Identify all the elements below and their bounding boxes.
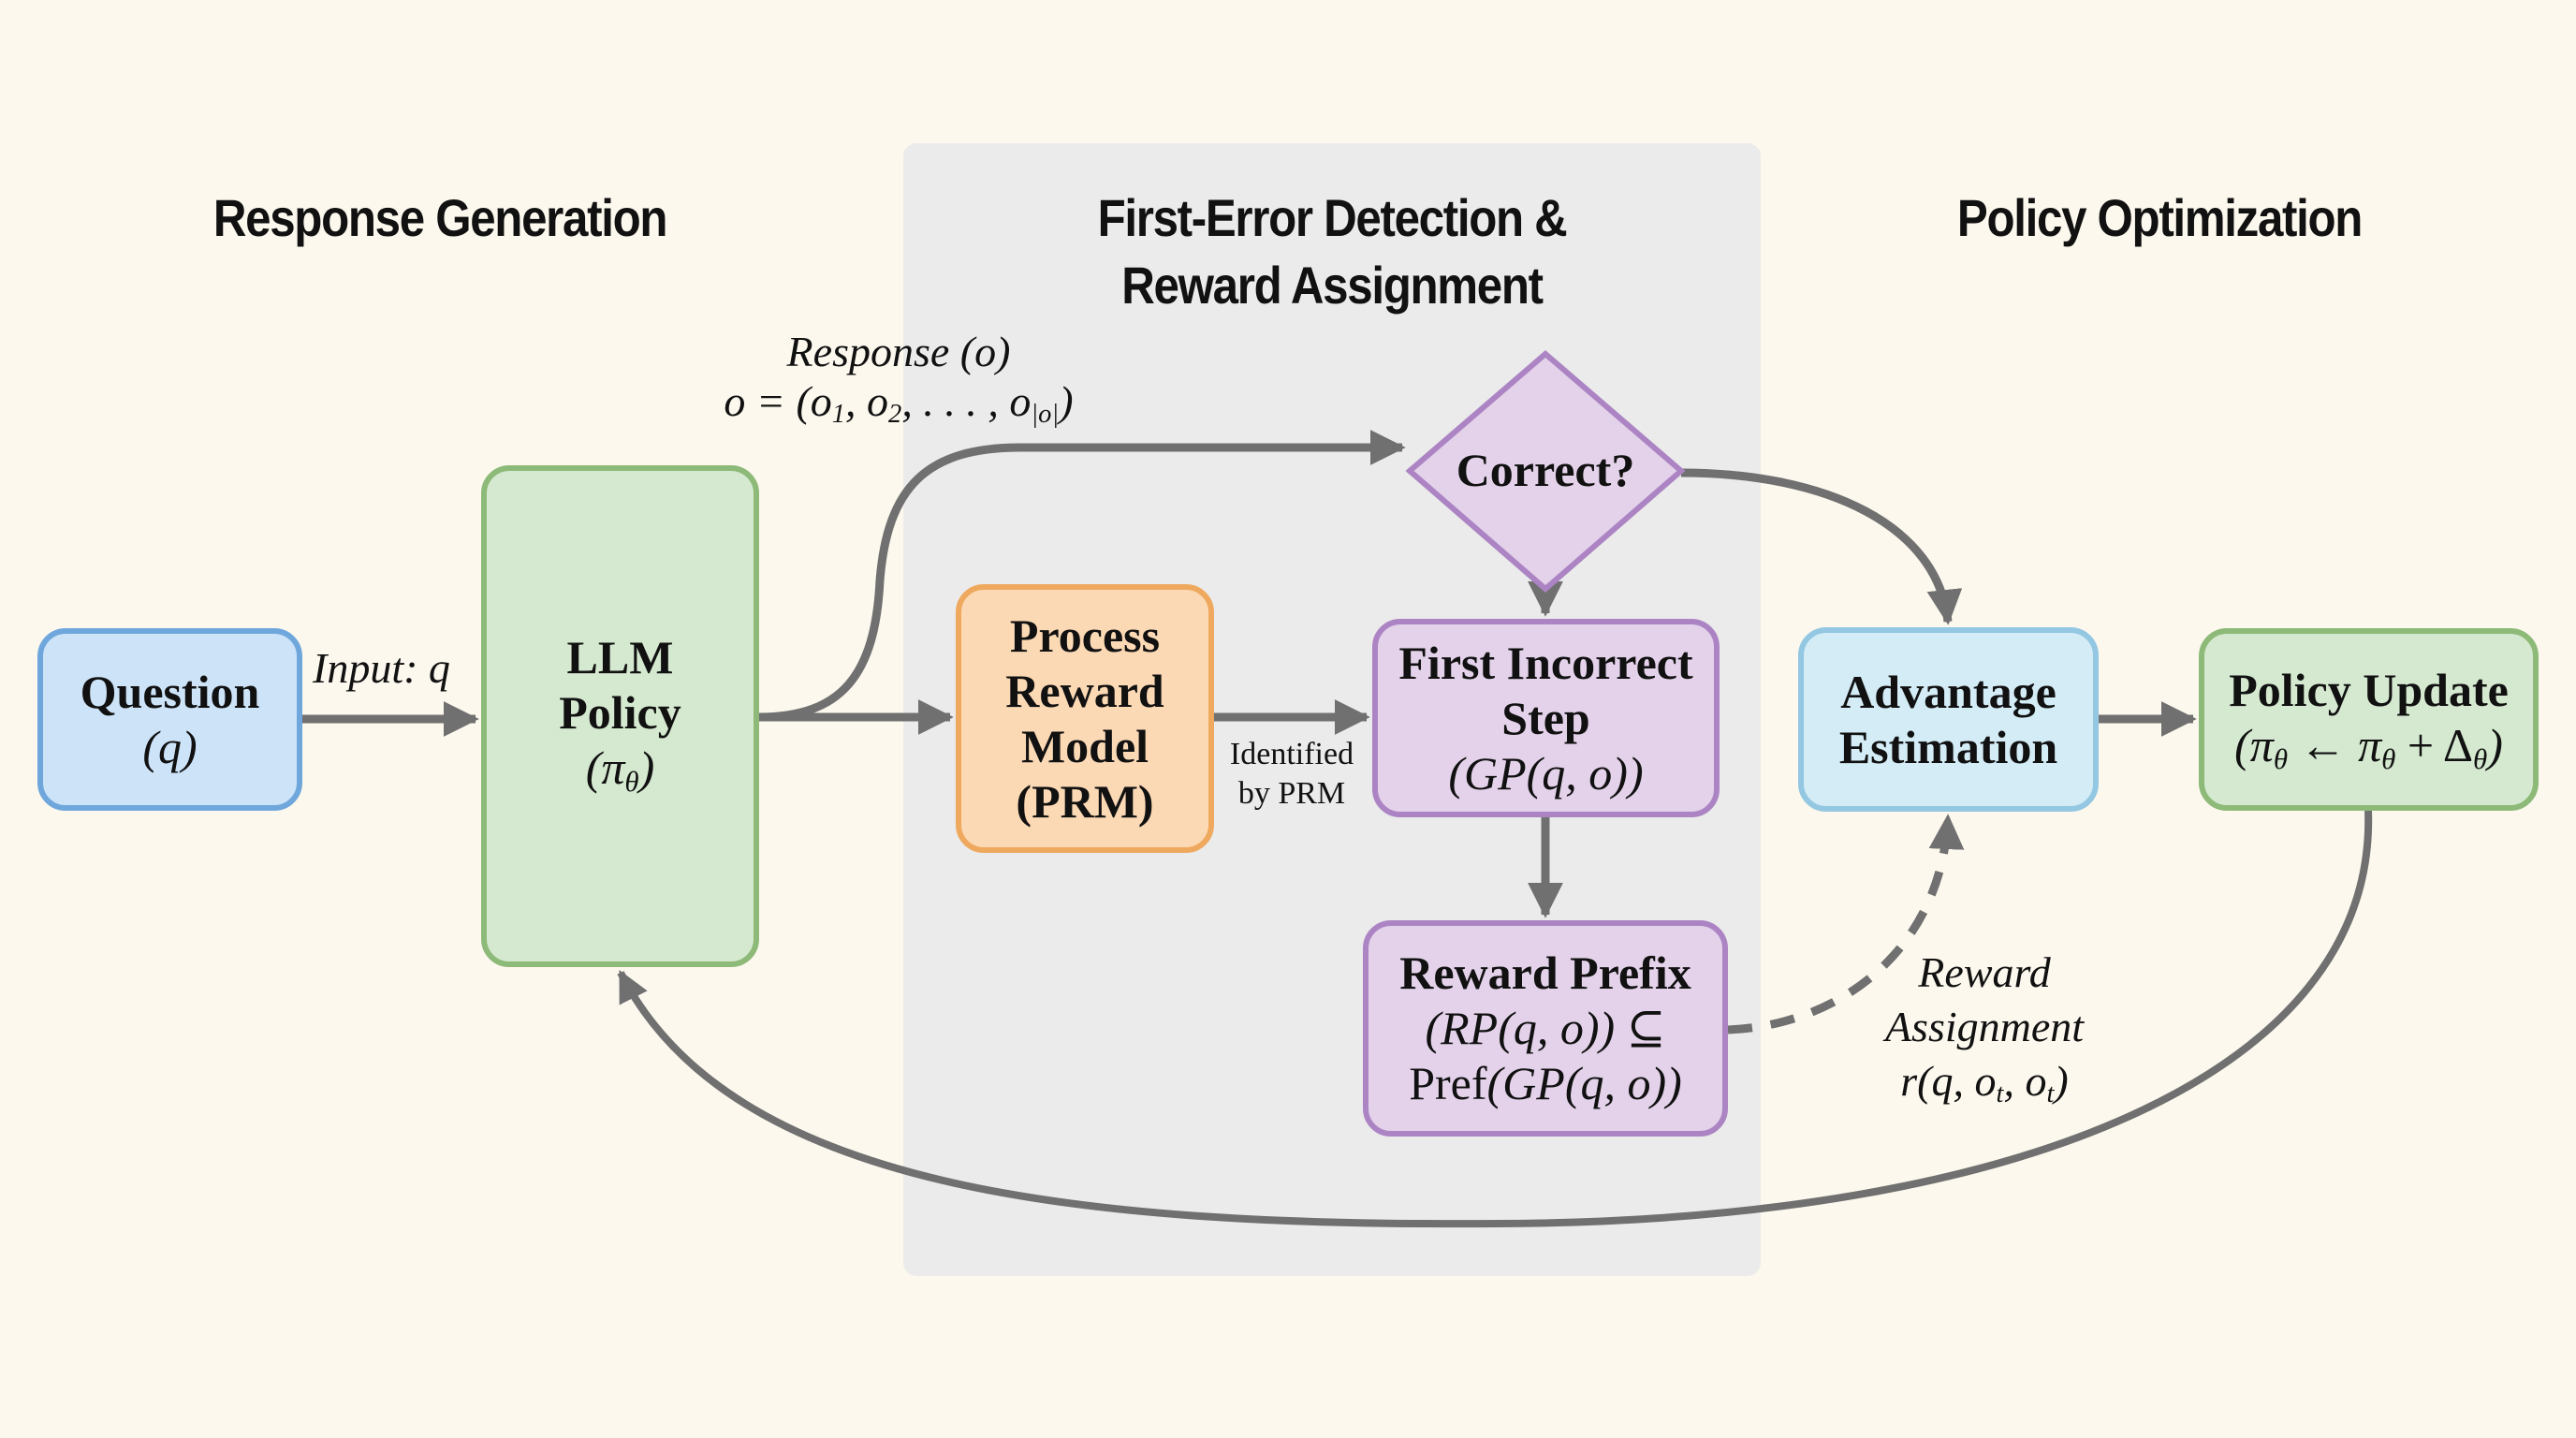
llm-title-line2: Policy — [559, 686, 681, 739]
llm-symbol: (πθ) — [585, 741, 655, 798]
correct-decision-label: Correct? — [1456, 444, 1635, 496]
section-title-response-generation: Response Generation — [212, 188, 668, 247]
reward-line2: Assignment — [1884, 1003, 2085, 1050]
section-title-first-error-line2: Reward Assignment — [1121, 256, 1544, 315]
input-edge-label: Input: q — [313, 644, 450, 692]
identified-line2: by PRM — [1237, 776, 1346, 811]
reward-prefix-node: Reward Prefix (RP(q, o)) ⊆ Pref(GP(q, o)… — [1363, 920, 1728, 1137]
section-title-policy-optimization: Policy Optimization — [1956, 188, 2364, 247]
prm-node: Process Reward Model (PRM) — [956, 584, 1214, 853]
response-formula: o = (o1, o2, . . . , o|o|) — [724, 376, 1074, 430]
reward-line1: Reward — [1918, 948, 2051, 996]
fis-formula: (GP(q, o)) — [1448, 746, 1644, 800]
rp-formula2: Pref(GP(q, o)) — [1409, 1057, 1682, 1109]
llm-title-line1: LLM — [566, 631, 674, 683]
section-title-first-error-line1: First-Error Detection & — [1097, 188, 1568, 247]
question-title: Question — [80, 665, 260, 718]
prm-line3: Model — [1020, 719, 1149, 772]
identified-line1: Identified — [1229, 737, 1354, 771]
edge-correct-to-advantage — [1680, 468, 1963, 625]
adv-line1: Advantage — [1840, 665, 2056, 718]
prm-line2: Reward — [1005, 664, 1164, 717]
correct-decision-diamond — [1405, 350, 1686, 593]
llm-policy-node: LLM Policy (πθ) — [481, 465, 759, 967]
first-incorrect-step-node: First Incorrect Step (GP(q, o)) — [1372, 619, 1720, 817]
edge-reward-prefix-to-advantage — [1727, 814, 1965, 1034]
question-symbol: (q) — [142, 720, 198, 773]
fis-line1: First Incorrect — [1398, 636, 1693, 689]
response-edge-label: Response (o) o = (o1, o2, . . . , o|o|) — [655, 328, 1142, 431]
policy-update-node: Policy Update (πθ ← πθ + Δθ) — [2199, 628, 2539, 811]
edge-llm-to-correct — [758, 430, 1406, 722]
prm-line4: (PRM) — [1016, 774, 1154, 828]
reward-formula: r(q, ot, ot) — [1900, 1057, 2069, 1109]
prm-line1: Process — [1009, 609, 1161, 662]
pu-formula: (πθ ← πθ + Δθ) — [2234, 718, 2503, 775]
adv-line2: Estimation — [1838, 720, 2058, 773]
advantage-estimation-node: Advantage Estimation — [1798, 627, 2099, 812]
identified-by-prm-label: Identified by PRM — [1217, 735, 1367, 814]
pu-title: Policy Update — [2229, 663, 2509, 716]
reward-assignment-label: Reward Assignment r(q, ot, ot) — [1835, 946, 2134, 1122]
question-node: Question (q) — [37, 628, 302, 811]
response-title: Response (o) — [786, 328, 1011, 375]
rp-title: Reward Prefix — [1399, 946, 1691, 999]
rp-formula1: (RP(q, o)) ⊆ — [1425, 1002, 1666, 1054]
edge-policy-update-to-llm — [617, 810, 2373, 1228]
fis-line2: Step — [1501, 691, 1590, 744]
